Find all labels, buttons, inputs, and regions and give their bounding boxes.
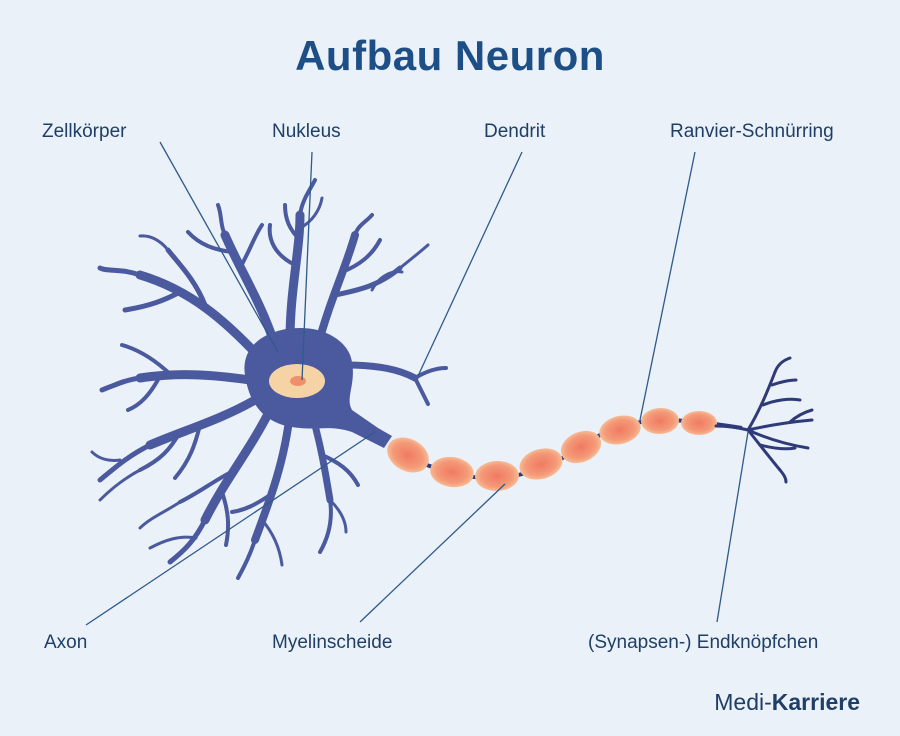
brand-logo: Medi-Karriere: [714, 689, 860, 716]
label-ranvier: Ranvier-Schnürring: [670, 121, 834, 142]
label-myelinscheide: Myelinscheide: [272, 632, 393, 653]
dendrites: [90, 178, 448, 580]
label-nukleus: Nukleus: [272, 121, 341, 142]
page-title: Aufbau Neuron: [295, 32, 605, 79]
axon-terminals: [714, 356, 814, 484]
leader-lines: [85, 141, 749, 626]
nucleolus: [290, 376, 306, 386]
label-axon: Axon: [44, 632, 88, 653]
brand-part-1: Medi-: [714, 689, 772, 715]
brand-part-2: Karriere: [771, 689, 860, 715]
myelin-sheath: [387, 407, 717, 492]
label-endknoepfchen: (Synapsen-) Endknöpfchen: [588, 632, 819, 653]
label-dendrit: Dendrit: [484, 121, 546, 142]
label-zellkoerper: Zellkörper: [42, 121, 127, 142]
